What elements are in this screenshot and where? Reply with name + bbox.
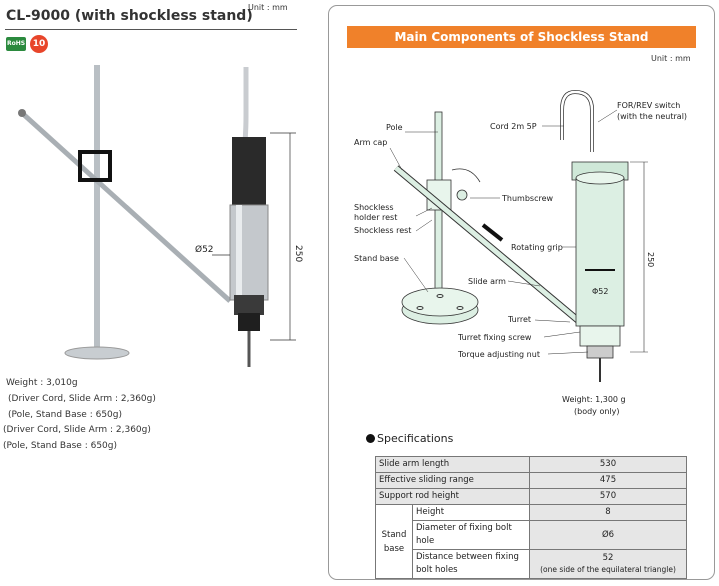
table-row: Distance between fixing bolt holes 52 (on…	[376, 549, 687, 579]
label-body-only: (body only)	[574, 407, 620, 416]
spec-label: Support rod height	[375, 488, 530, 505]
table-row: Support rod height 570	[375, 488, 687, 505]
diagram-driver-body	[575, 177, 625, 327]
title-rule	[5, 29, 297, 30]
spec-label: Effective sliding range	[375, 472, 530, 489]
ten-year-badge: 10	[30, 35, 48, 53]
spec-value: 52 (one side of the equilateral triangle)	[529, 549, 687, 579]
photo-slide-arm	[20, 111, 232, 303]
spec-value-number: 52	[602, 553, 614, 563]
label-holder-rest-1: Shockless	[354, 203, 394, 212]
label-slide-arm: Slide arm	[468, 277, 506, 286]
stand-base-group-label: Stand base	[375, 504, 413, 579]
panel-header: Main Components of Shockless Stand	[347, 26, 696, 48]
label-shockless-rest: Shockless rest	[354, 226, 411, 235]
label-cord: Cord 2m 5P	[490, 122, 537, 131]
spec-label: Diameter of fixing bolt hole	[412, 520, 530, 550]
label-arm-cap: Arm cap	[354, 138, 387, 147]
table-row: Slide arm length 530	[375, 456, 687, 473]
spec-value: 8	[529, 504, 687, 521]
label-height: 250	[646, 252, 655, 267]
base-label: base	[383, 543, 405, 554]
components-panel	[328, 5, 715, 580]
specifications-heading-text: Specifications	[377, 432, 454, 445]
label-torque-nut: Torque adjusting nut	[457, 350, 540, 359]
weight-spec: Weight : 3,010g	[6, 378, 78, 388]
weight-spec-pole-dup: (Pole, Stand Base : 650g)	[3, 441, 117, 451]
label-diameter: Φ52	[592, 287, 608, 296]
spec-label: Distance between fixing bolt holes	[412, 549, 530, 579]
table-row: Stand base Height 8	[375, 504, 687, 579]
label-turret-screw: Turret fixing screw	[457, 333, 532, 342]
label-holder-rest-2: holder rest	[354, 213, 397, 222]
label-rotating-grip: Rotating grip	[511, 243, 563, 252]
photo-height-label: 250	[293, 245, 303, 262]
rohs-badge: RoHS	[6, 37, 26, 51]
label-turret: Turret	[507, 315, 531, 324]
spec-value-note: (one side of the equilateral triangle)	[540, 565, 676, 574]
label-thumbscrew: Thumbscrew	[501, 194, 554, 203]
diagram-cord	[560, 90, 594, 152]
label-pole: Pole	[386, 123, 403, 132]
photo-diameter-label: Ø52	[195, 244, 214, 255]
unit-label: Unit : mm	[248, 3, 288, 12]
label-for-rev-neutral: (with the neutral)	[617, 112, 687, 121]
specifications-heading: Specifications	[366, 432, 453, 445]
table-row: Effective sliding range 475	[375, 472, 687, 489]
weight-spec-cord: (Driver Cord, Slide Arm : 2,360g)	[8, 394, 156, 404]
specifications-table: Slide arm length 530 Effective sliding r…	[375, 456, 687, 579]
spec-value: 475	[529, 472, 687, 489]
weight-spec-pole: (Pole, Stand Base : 650g)	[8, 410, 122, 420]
table-row: Diameter of fixing bolt hole Ø6	[376, 520, 687, 550]
photo-pole	[94, 65, 100, 355]
photo-stand-base	[64, 346, 130, 360]
bullet-icon	[366, 434, 375, 443]
spec-label: Slide arm length	[375, 456, 530, 473]
spec-label: Height	[412, 504, 530, 521]
product-photo: Ø52 250	[18, 65, 303, 367]
diagram-slide-arm	[394, 166, 582, 324]
spec-value: 570	[529, 488, 687, 505]
diagram-torque-nut	[586, 345, 614, 359]
panel-unit-label: Unit : mm	[651, 54, 691, 63]
diagram-thumbscrew	[456, 189, 468, 201]
components-diagram: Pole Arm cap Cord 2m 5P FOR/REV switch (…	[354, 89, 687, 416]
spec-value: 530	[529, 456, 687, 473]
weight-spec-cord-dup: (Driver Cord, Slide Arm : 2,360g)	[3, 425, 151, 435]
label-for-rev-switch: FOR/REV switch	[617, 101, 680, 110]
stand-label: Stand	[381, 529, 407, 540]
label-stand-base: Stand base	[354, 254, 399, 263]
photo-driver-top	[232, 137, 266, 207]
label-weight: Weight: 1,300 g	[562, 395, 626, 404]
spec-value: Ø6	[529, 520, 687, 550]
photo-holder	[78, 150, 112, 182]
page-title: CL-9000 (with shockless stand)	[6, 8, 253, 24]
diagram-turret	[579, 325, 621, 347]
photo-driver-body	[229, 204, 269, 301]
